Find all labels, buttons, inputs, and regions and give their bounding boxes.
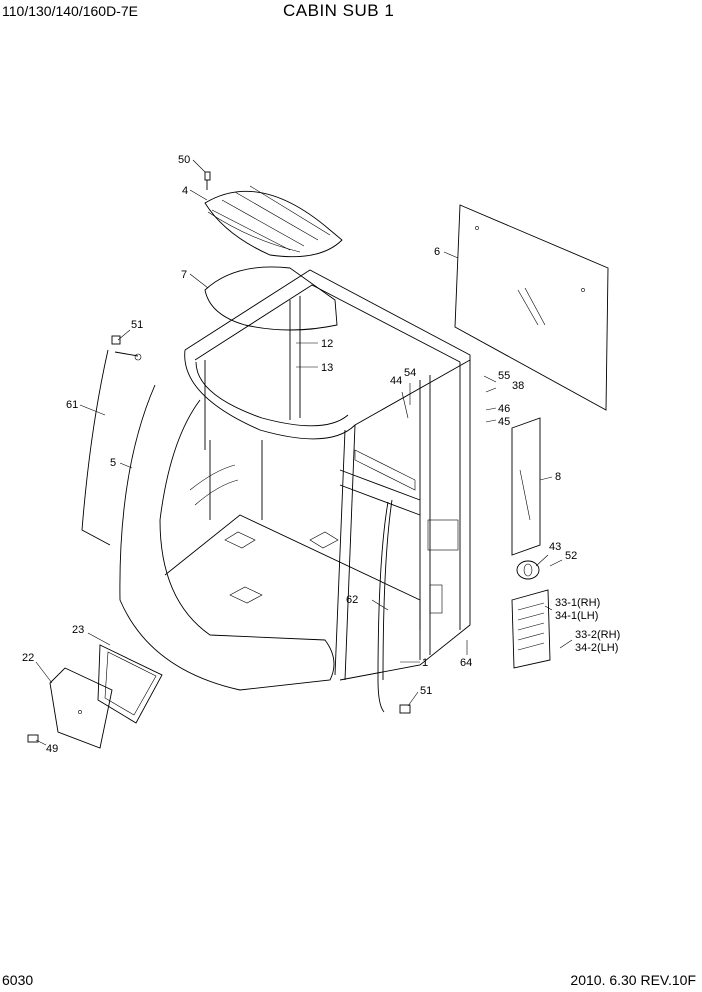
callout-7: 7 [181, 269, 187, 281]
callout-43: 43 [549, 541, 561, 553]
callout-51-lower: 51 [420, 685, 432, 697]
callout-50: 50 [178, 154, 190, 166]
callout-1: 1 [422, 657, 428, 669]
callout-44: 44 [390, 375, 402, 387]
callout-6: 6 [434, 246, 440, 258]
callout-8: 8 [555, 471, 561, 483]
plug-part-43 [516, 560, 540, 580]
revision-date: 2010. 6.30 REV.10F [570, 972, 696, 988]
rear-glass-part-6 [454, 204, 609, 411]
callout-46: 46 [498, 403, 510, 415]
callout-64: 64 [460, 657, 472, 669]
callout-34-2: 34-2(LH) [575, 642, 618, 654]
bolt-part-50 [204, 171, 211, 190]
callout-33-1: 33-1(RH) [555, 597, 600, 609]
model-code: 110/130/140/160D-7E [2, 3, 138, 19]
callout-23: 23 [72, 624, 84, 636]
front-glass-part-5 [119, 384, 335, 691]
callout-12: 12 [321, 338, 333, 350]
seal-part-23 [97, 644, 163, 724]
leader-lines [35, 159, 573, 746]
side-glass-part-8 [511, 417, 541, 556]
callout-55: 55 [498, 370, 510, 382]
cover-part-22 [49, 667, 113, 749]
cabin-frame-part-1 [164, 269, 471, 681]
bolt-part-51-upper [111, 335, 121, 345]
bolt-part-51-lower [399, 704, 411, 714]
page-title: CABIN SUB 1 [283, 1, 395, 20]
callout-52: 52 [565, 550, 577, 562]
cover-part-33-34 [511, 589, 551, 669]
callout-61: 61 [66, 399, 78, 411]
bolt-part-49 [27, 734, 39, 743]
handle-part-61 [81, 349, 142, 546]
callout-45: 45 [498, 416, 510, 428]
callout-38: 38 [512, 380, 524, 392]
callout-34-1: 34-1(LH) [555, 610, 598, 622]
page-number: 6030 [2, 972, 34, 988]
callout-4: 4 [182, 185, 188, 197]
callout-13: 13 [321, 362, 333, 374]
callout-62: 62 [346, 594, 358, 606]
sunshade-part-7 [204, 266, 338, 331]
callout-51-upper: 51 [131, 319, 143, 331]
handle-part-62 [377, 499, 393, 713]
roof-cover-part-4 [204, 185, 343, 258]
callout-54: 54 [404, 367, 416, 379]
callout-22: 22 [22, 652, 34, 664]
callout-5: 5 [110, 457, 116, 469]
callout-33-2: 33-2(RH) [575, 629, 620, 641]
callout-49: 49 [46, 743, 58, 755]
